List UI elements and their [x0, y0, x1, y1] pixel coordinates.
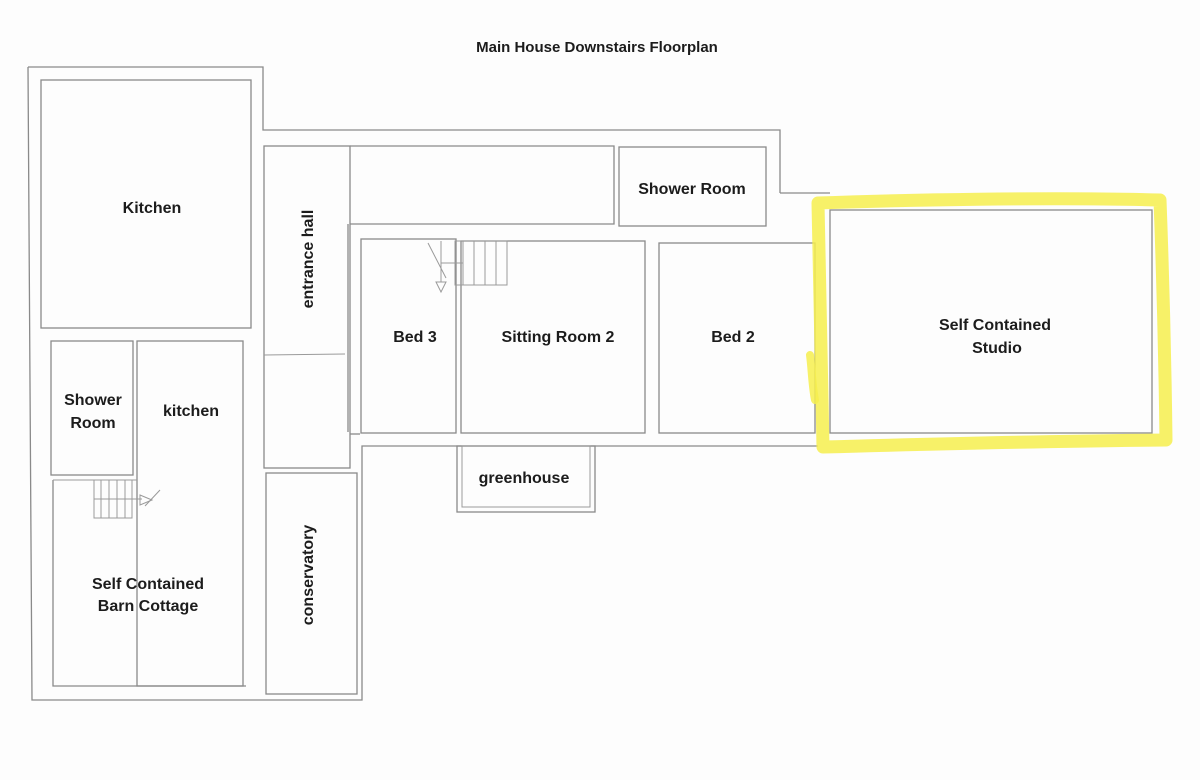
- conservatory-label: conservatory: [300, 525, 317, 626]
- bed-3-room: [360, 238, 457, 434]
- barn-kitchen-label: kitchen: [163, 403, 219, 420]
- kitchen-room: [40, 79, 252, 329]
- greenhouse-room: [456, 445, 596, 513]
- studio-label-line2: Studio: [972, 340, 1022, 357]
- floorplan-title: Main House Downstairs Floorplan: [476, 39, 718, 56]
- entrance-hall-room: [263, 145, 351, 469]
- main-stairs: [427, 240, 508, 294]
- barn-shower-label-line2: Room: [70, 415, 115, 432]
- barn-kitchen: [136, 340, 244, 687]
- barn-cottage-block: [50, 340, 246, 687]
- barn-cottage-label-line2: Barn Cottage: [98, 598, 199, 615]
- conservatory-room: [265, 472, 358, 695]
- kitchen-label: Kitchen: [123, 200, 182, 217]
- greenhouse-label: greenhouse: [479, 470, 570, 487]
- studio-room: [806, 192, 1173, 454]
- studio-highlight: [811, 192, 1173, 454]
- barn-stairs: [93, 479, 161, 519]
- barn-cottage-label-line1: Self Contained: [92, 576, 204, 593]
- entrance-hall-label: entrance hall: [300, 210, 317, 309]
- sitting-room-2: [427, 240, 646, 434]
- barn-shower-room: [50, 340, 134, 476]
- barn-shower-label-line1: Shower: [64, 392, 122, 409]
- studio-label-line1: Self Contained: [939, 317, 1051, 334]
- corridor-walls: [347, 145, 615, 435]
- bed-3-label: Bed 3: [393, 329, 437, 346]
- sitting-room-2-label: Sitting Room 2: [502, 329, 615, 346]
- shower-room-top-label: Shower Room: [638, 181, 746, 198]
- bed-2-label: Bed 2: [711, 329, 755, 346]
- shower-room-top: [618, 146, 767, 227]
